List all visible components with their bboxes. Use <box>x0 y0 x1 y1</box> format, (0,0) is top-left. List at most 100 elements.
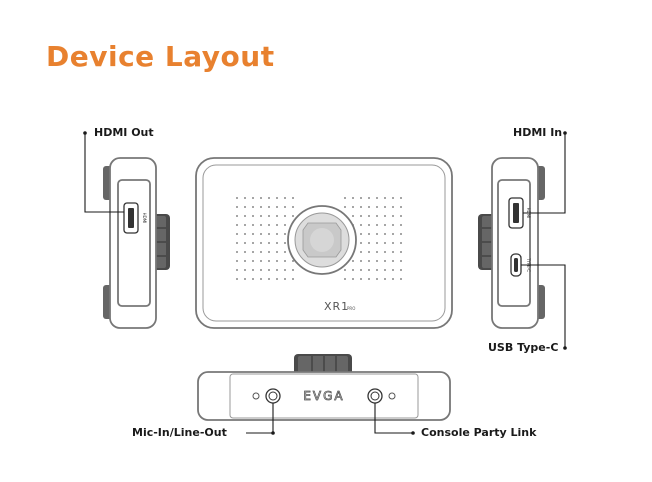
vent-dot <box>284 224 286 226</box>
vent-dot <box>368 251 370 253</box>
vent-dot <box>236 215 238 217</box>
vent-dot <box>400 197 402 199</box>
vent-dot <box>352 215 354 217</box>
vent-dot <box>260 278 262 280</box>
vent-dot <box>236 260 238 262</box>
vent-dot <box>400 251 402 253</box>
vent-dot <box>244 242 246 244</box>
vent-dot <box>392 260 394 262</box>
vent-dot <box>260 260 262 262</box>
left-side-view: HDMI <box>103 158 170 328</box>
vent-dot <box>376 269 378 271</box>
vent-dot <box>236 278 238 280</box>
vent-dot <box>268 242 270 244</box>
vent-dot <box>360 260 362 262</box>
vent-dot <box>384 215 386 217</box>
vent-dot <box>392 251 394 253</box>
model-name: XR1 <box>324 300 349 313</box>
vent-dot <box>392 215 394 217</box>
vent-dot <box>284 269 286 271</box>
vent-dot <box>236 224 238 226</box>
vent-dot <box>352 269 354 271</box>
vent-dot <box>400 224 402 226</box>
vent-dot <box>236 269 238 271</box>
vent-dot <box>260 224 262 226</box>
vent-dot <box>268 233 270 235</box>
vent-dot <box>244 215 246 217</box>
vent-dot <box>368 278 370 280</box>
vent-dot <box>244 260 246 262</box>
vent-dot <box>236 206 238 208</box>
vent-dot <box>368 206 370 208</box>
vent-dot <box>352 260 354 262</box>
front-view: EVGA <box>198 354 450 420</box>
vent-dot <box>260 242 262 244</box>
vent-dot <box>360 278 362 280</box>
vent-dot <box>344 278 346 280</box>
vent-dot <box>376 206 378 208</box>
vent-dot <box>352 278 354 280</box>
vent-dot <box>384 260 386 262</box>
vent-dot <box>252 260 254 262</box>
vent-dot <box>392 269 394 271</box>
vent-dot <box>252 278 254 280</box>
vent-dot <box>268 206 270 208</box>
vent-dot <box>252 269 254 271</box>
vent-dot <box>260 233 262 235</box>
vent-dot <box>260 215 262 217</box>
vent-dot <box>376 260 378 262</box>
vent-dot <box>244 251 246 253</box>
vent-dot <box>284 197 286 199</box>
vent-dot <box>368 224 370 226</box>
vent-dot <box>360 206 362 208</box>
vent-dot <box>284 233 286 235</box>
vent-dot <box>244 278 246 280</box>
vent-dot <box>384 278 386 280</box>
vent-dot <box>392 224 394 226</box>
vent-dot <box>376 224 378 226</box>
label-mic-in-line-out: Mic-In/Line-Out <box>132 426 227 439</box>
vent-dot <box>276 206 278 208</box>
vent-dot <box>236 251 238 253</box>
label-usb-type-c: USB Type-C <box>488 341 558 354</box>
vent-dot <box>276 260 278 262</box>
vent-dot <box>236 242 238 244</box>
vent-dot <box>268 278 270 280</box>
vent-dot <box>392 278 394 280</box>
vent-dot <box>400 278 402 280</box>
vent-dot <box>368 233 370 235</box>
model-suffix: PRO <box>347 306 355 311</box>
vent-dot <box>344 269 346 271</box>
label-hdmi-in: HDMI In <box>513 126 562 139</box>
vent-dot <box>360 251 362 253</box>
vent-dot <box>276 269 278 271</box>
vent-dot <box>244 233 246 235</box>
vent-dot <box>384 269 386 271</box>
vent-dot <box>268 197 270 199</box>
vent-dot <box>400 206 402 208</box>
vent-dot <box>276 251 278 253</box>
vent-dot <box>368 215 370 217</box>
vent-dot <box>260 251 262 253</box>
vent-dot <box>392 197 394 199</box>
vent-dot <box>368 269 370 271</box>
vent-dot <box>384 233 386 235</box>
vent-dot <box>276 278 278 280</box>
vent-dot <box>292 197 294 199</box>
vent-dot <box>384 242 386 244</box>
vent-dot <box>252 233 254 235</box>
label-console-party-link: Console Party Link <box>421 426 536 439</box>
vent-dot <box>260 206 262 208</box>
vent-dot <box>252 224 254 226</box>
vent-dot <box>244 197 246 199</box>
vent-dot <box>384 224 386 226</box>
vent-dot <box>344 206 346 208</box>
vent-dot <box>292 269 294 271</box>
right-side-view: HDMI TYPE-C <box>478 158 545 328</box>
vent-dot <box>268 269 270 271</box>
vent-dot <box>244 269 246 271</box>
vent-dot <box>268 251 270 253</box>
vent-dot <box>384 251 386 253</box>
vent-dot <box>376 251 378 253</box>
brand-logo: EVGA <box>303 389 344 403</box>
